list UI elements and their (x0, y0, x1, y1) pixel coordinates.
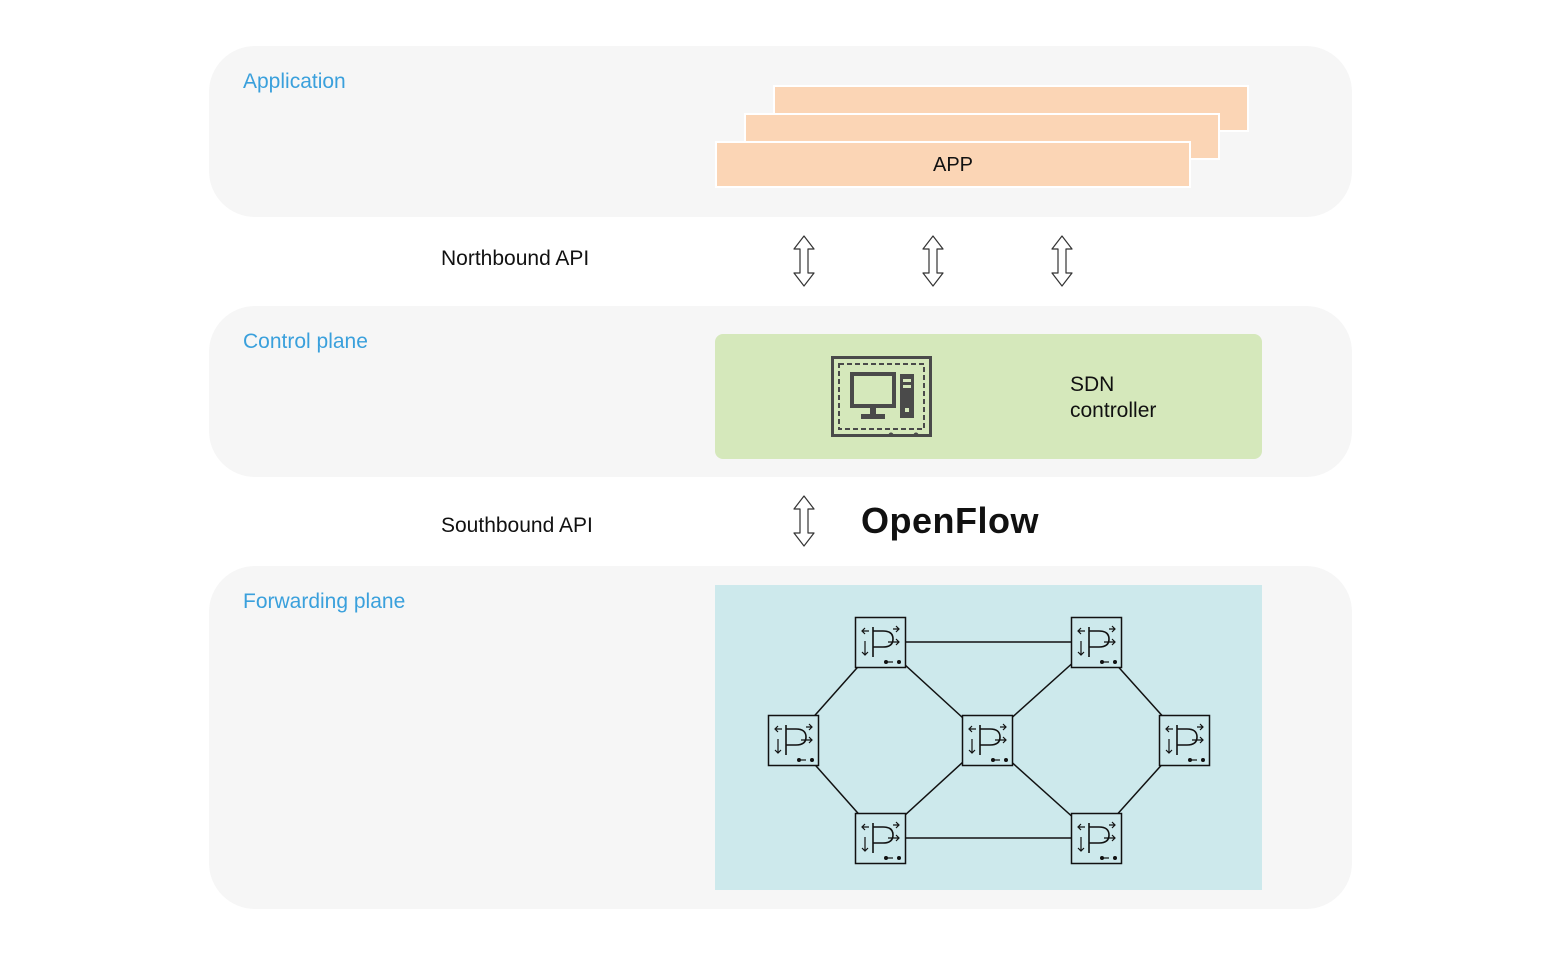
app-label: APP (932, 154, 974, 176)
sdn-controller-box (715, 334, 1262, 459)
switch-icon (854, 812, 907, 865)
computer-icon (831, 356, 932, 437)
switch-icon (961, 714, 1014, 767)
sdn-controller-label-line2: controller (1070, 399, 1157, 422)
app-card-front: APP (717, 143, 1189, 186)
double-arrow-icon (793, 235, 815, 287)
forwarding-layer-title: Forwarding plane (243, 590, 406, 613)
switch-icon (1070, 812, 1123, 865)
openflow-label: OpenFlow (861, 500, 1039, 541)
double-arrow-icon (1051, 235, 1073, 287)
application-layer-title: Application (243, 70, 346, 93)
switch-icon (854, 616, 907, 669)
northbound-api-label: Northbound API (441, 247, 590, 270)
double-arrow-icon (922, 235, 944, 287)
sdn-controller-label: SDN controller (1070, 372, 1230, 424)
double-arrow-icon (793, 495, 815, 547)
network-topology (767, 616, 1211, 865)
control-layer-title: Control plane (243, 330, 368, 353)
switch-icon (767, 714, 820, 767)
southbound-api-label: Southbound API (441, 514, 593, 537)
switch-icon (1070, 616, 1123, 669)
switch-icon (1158, 714, 1211, 767)
sdn-controller-label-line1: SDN (1070, 373, 1115, 396)
